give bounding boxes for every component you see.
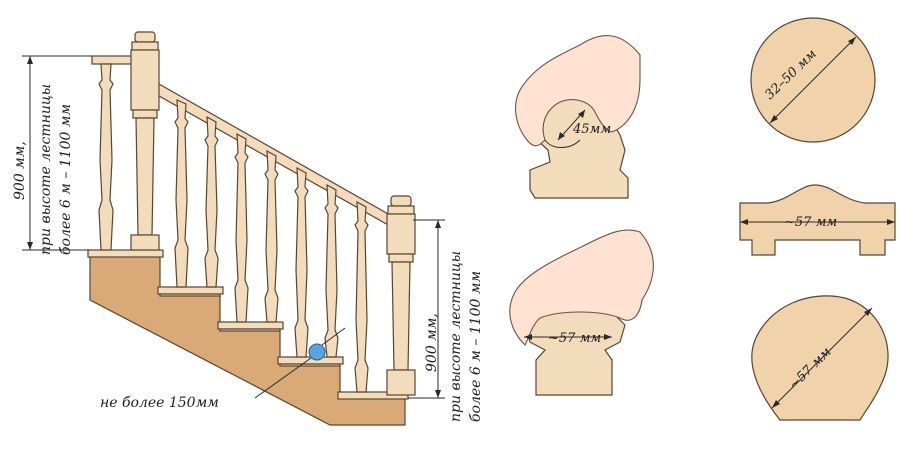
- profile-mushroom: ~57 мм: [751, 295, 889, 421]
- grip-bottom-label: ~57 мм: [548, 331, 601, 346]
- profile-round: 32–50 мм: [750, 17, 876, 143]
- baluster: [204, 115, 219, 288]
- left-height-dimension: 900 мм, при высоте лестницы более 6 м – …: [12, 55, 92, 255]
- staircase: [87, 31, 416, 426]
- newel-post-bottom: [386, 195, 416, 396]
- right-height-line3: более 6 м – 1100 мм: [468, 271, 484, 422]
- grip-top-label: 45мм: [572, 122, 611, 137]
- balusters: [98, 63, 369, 393]
- baluster: [294, 166, 309, 358]
- profile-flat-label: ~57 мм: [784, 215, 837, 230]
- right-height-line2: при высоте лестницы: [448, 251, 464, 422]
- baluster: [264, 149, 279, 323]
- profile-flat: ~57 мм: [739, 184, 896, 256]
- right-height-dimension: 900 мм, при высоте лестницы более 6 м – …: [408, 219, 484, 422]
- gap-ball: [308, 343, 326, 361]
- baluster: [324, 183, 339, 358]
- baluster: [354, 200, 369, 393]
- grip-top: 45мм: [514, 35, 641, 199]
- baluster: [98, 63, 114, 251]
- baluster: [174, 99, 189, 288]
- left-height-line2: при высоте лестницы: [38, 84, 54, 255]
- hand-icon: [509, 229, 654, 346]
- grip-bottom: ~57 мм: [509, 229, 654, 396]
- newel-post-top: [130, 31, 160, 251]
- right-height-line1: 900 мм,: [424, 313, 440, 372]
- gap-note: не более 150мм: [100, 395, 219, 411]
- left-height-line1: 900 мм,: [12, 141, 28, 200]
- baluster: [234, 132, 249, 323]
- left-height-line3: более 6 м – 1100 мм: [58, 104, 74, 255]
- stair-steps: [87, 249, 409, 400]
- landing-rail: [91, 55, 138, 65]
